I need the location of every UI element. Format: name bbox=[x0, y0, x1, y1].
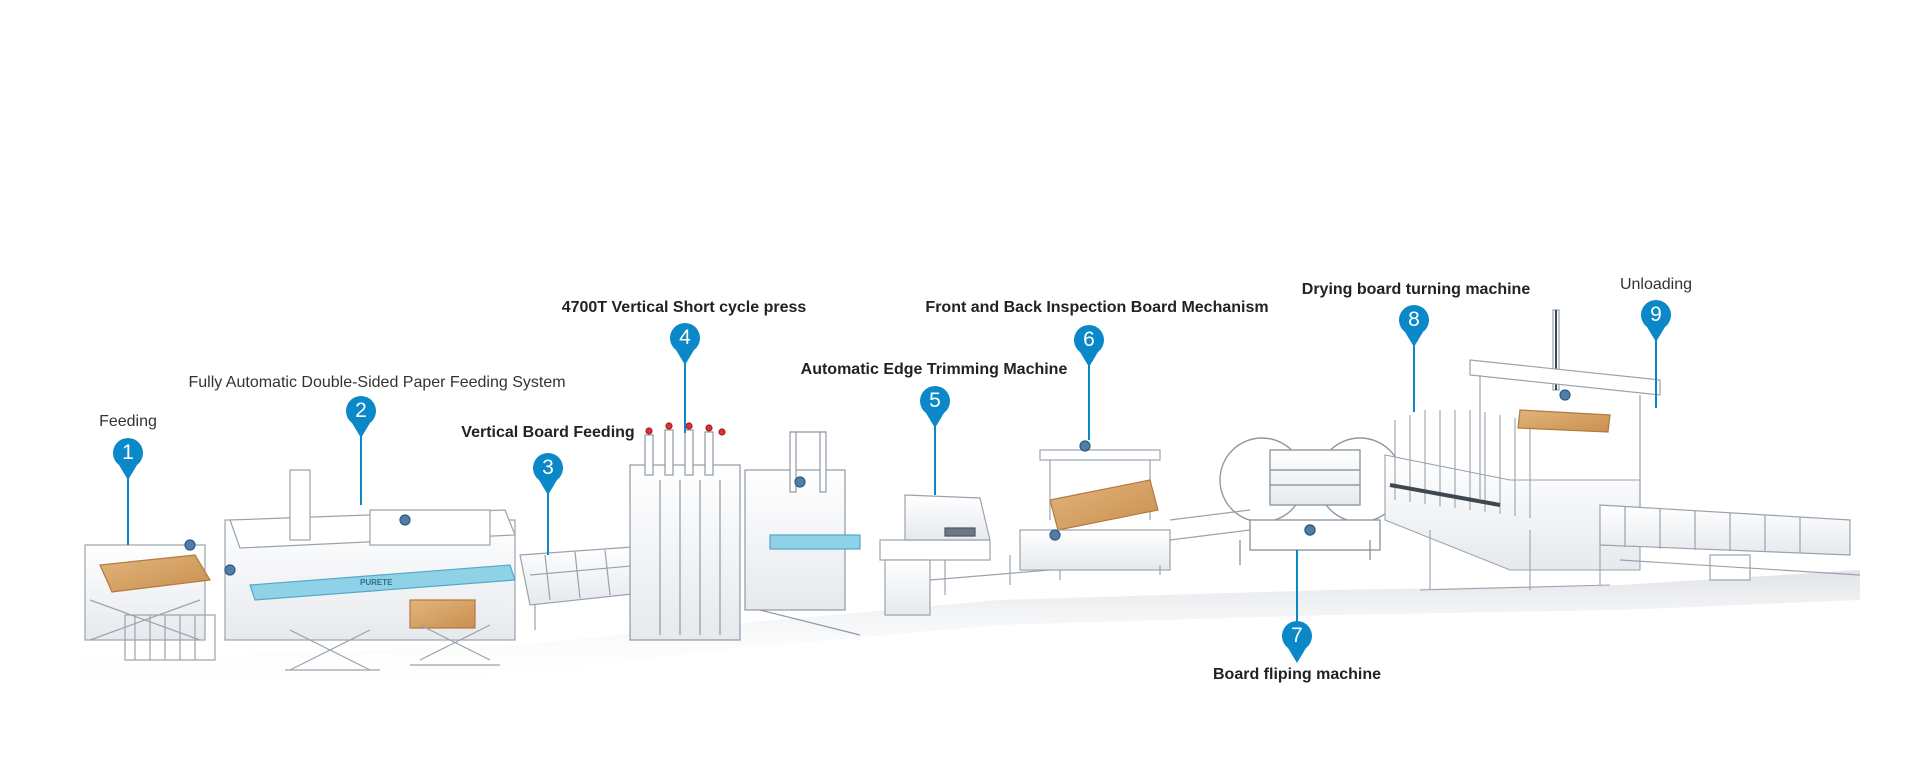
callout-7-stem bbox=[1296, 550, 1298, 625]
callout-7-number: 7 bbox=[1291, 624, 1303, 647]
callout-2-number: 2 bbox=[355, 399, 367, 422]
callout-1-number: 1 bbox=[122, 441, 134, 464]
callout-8-stem bbox=[1413, 340, 1415, 412]
callout-6-label: Front and Back Inspection Board Mechanis… bbox=[925, 299, 1269, 316]
callout-1-stem bbox=[127, 470, 129, 545]
callout-3-label: Vertical Board Feeding bbox=[461, 424, 635, 441]
callout-3-marker: 3 bbox=[530, 450, 566, 496]
callout-7-label: Board fliping machine bbox=[1212, 666, 1382, 683]
callout-4-number: 4 bbox=[679, 326, 691, 349]
callout-3-stem bbox=[547, 488, 549, 555]
callout-9-label: Unloading bbox=[1619, 276, 1693, 293]
ground-shadow bbox=[80, 570, 1860, 690]
callout-8-number: 8 bbox=[1408, 308, 1420, 331]
callout-1-label: Feeding bbox=[99, 413, 157, 430]
svg-text:PURETE: PURETE bbox=[360, 578, 393, 587]
callout-5-marker: 5 bbox=[917, 383, 953, 429]
callout-2-stem bbox=[360, 433, 362, 505]
board-flipping-station bbox=[1219, 437, 1403, 565]
callout-9-number: 9 bbox=[1650, 303, 1662, 326]
drying-rack-station bbox=[1384, 410, 1641, 591]
callout-1-marker: 1 bbox=[110, 435, 146, 481]
callout-6-number: 6 bbox=[1083, 328, 1095, 351]
edge-trimming-station bbox=[879, 494, 1051, 616]
short-cycle-press bbox=[629, 422, 861, 641]
feeding-station bbox=[84, 539, 216, 661]
callout-8-label: Drying board turning machine bbox=[1301, 281, 1531, 298]
callout-9-marker: 9 bbox=[1638, 297, 1674, 343]
callout-9-stem bbox=[1655, 338, 1657, 408]
callout-4-stem bbox=[684, 358, 686, 433]
callout-6-marker: 6 bbox=[1071, 322, 1107, 368]
callout-6-stem bbox=[1088, 362, 1090, 440]
callout-2-marker: 2 bbox=[343, 393, 379, 439]
callout-5-number: 5 bbox=[929, 389, 941, 412]
callout-3-number: 3 bbox=[542, 456, 554, 479]
callout-2-label: Fully Automatic Double-Sided Paper Feedi… bbox=[188, 374, 566, 391]
callout-5-label: Automatic Edge Trimming Machine bbox=[800, 361, 1068, 378]
callout-4-marker: 4 bbox=[667, 320, 703, 366]
callout-5-stem bbox=[934, 423, 936, 495]
inspection-station bbox=[1019, 440, 1251, 580]
unloading-station bbox=[1469, 309, 1861, 581]
callout-4-label: 4700T Vertical Short cycle press bbox=[561, 299, 807, 316]
callout-7-marker: 7 bbox=[1279, 618, 1315, 664]
callout-8-marker: 8 bbox=[1396, 302, 1432, 348]
paper-feeding-station: PURETE bbox=[224, 469, 516, 671]
